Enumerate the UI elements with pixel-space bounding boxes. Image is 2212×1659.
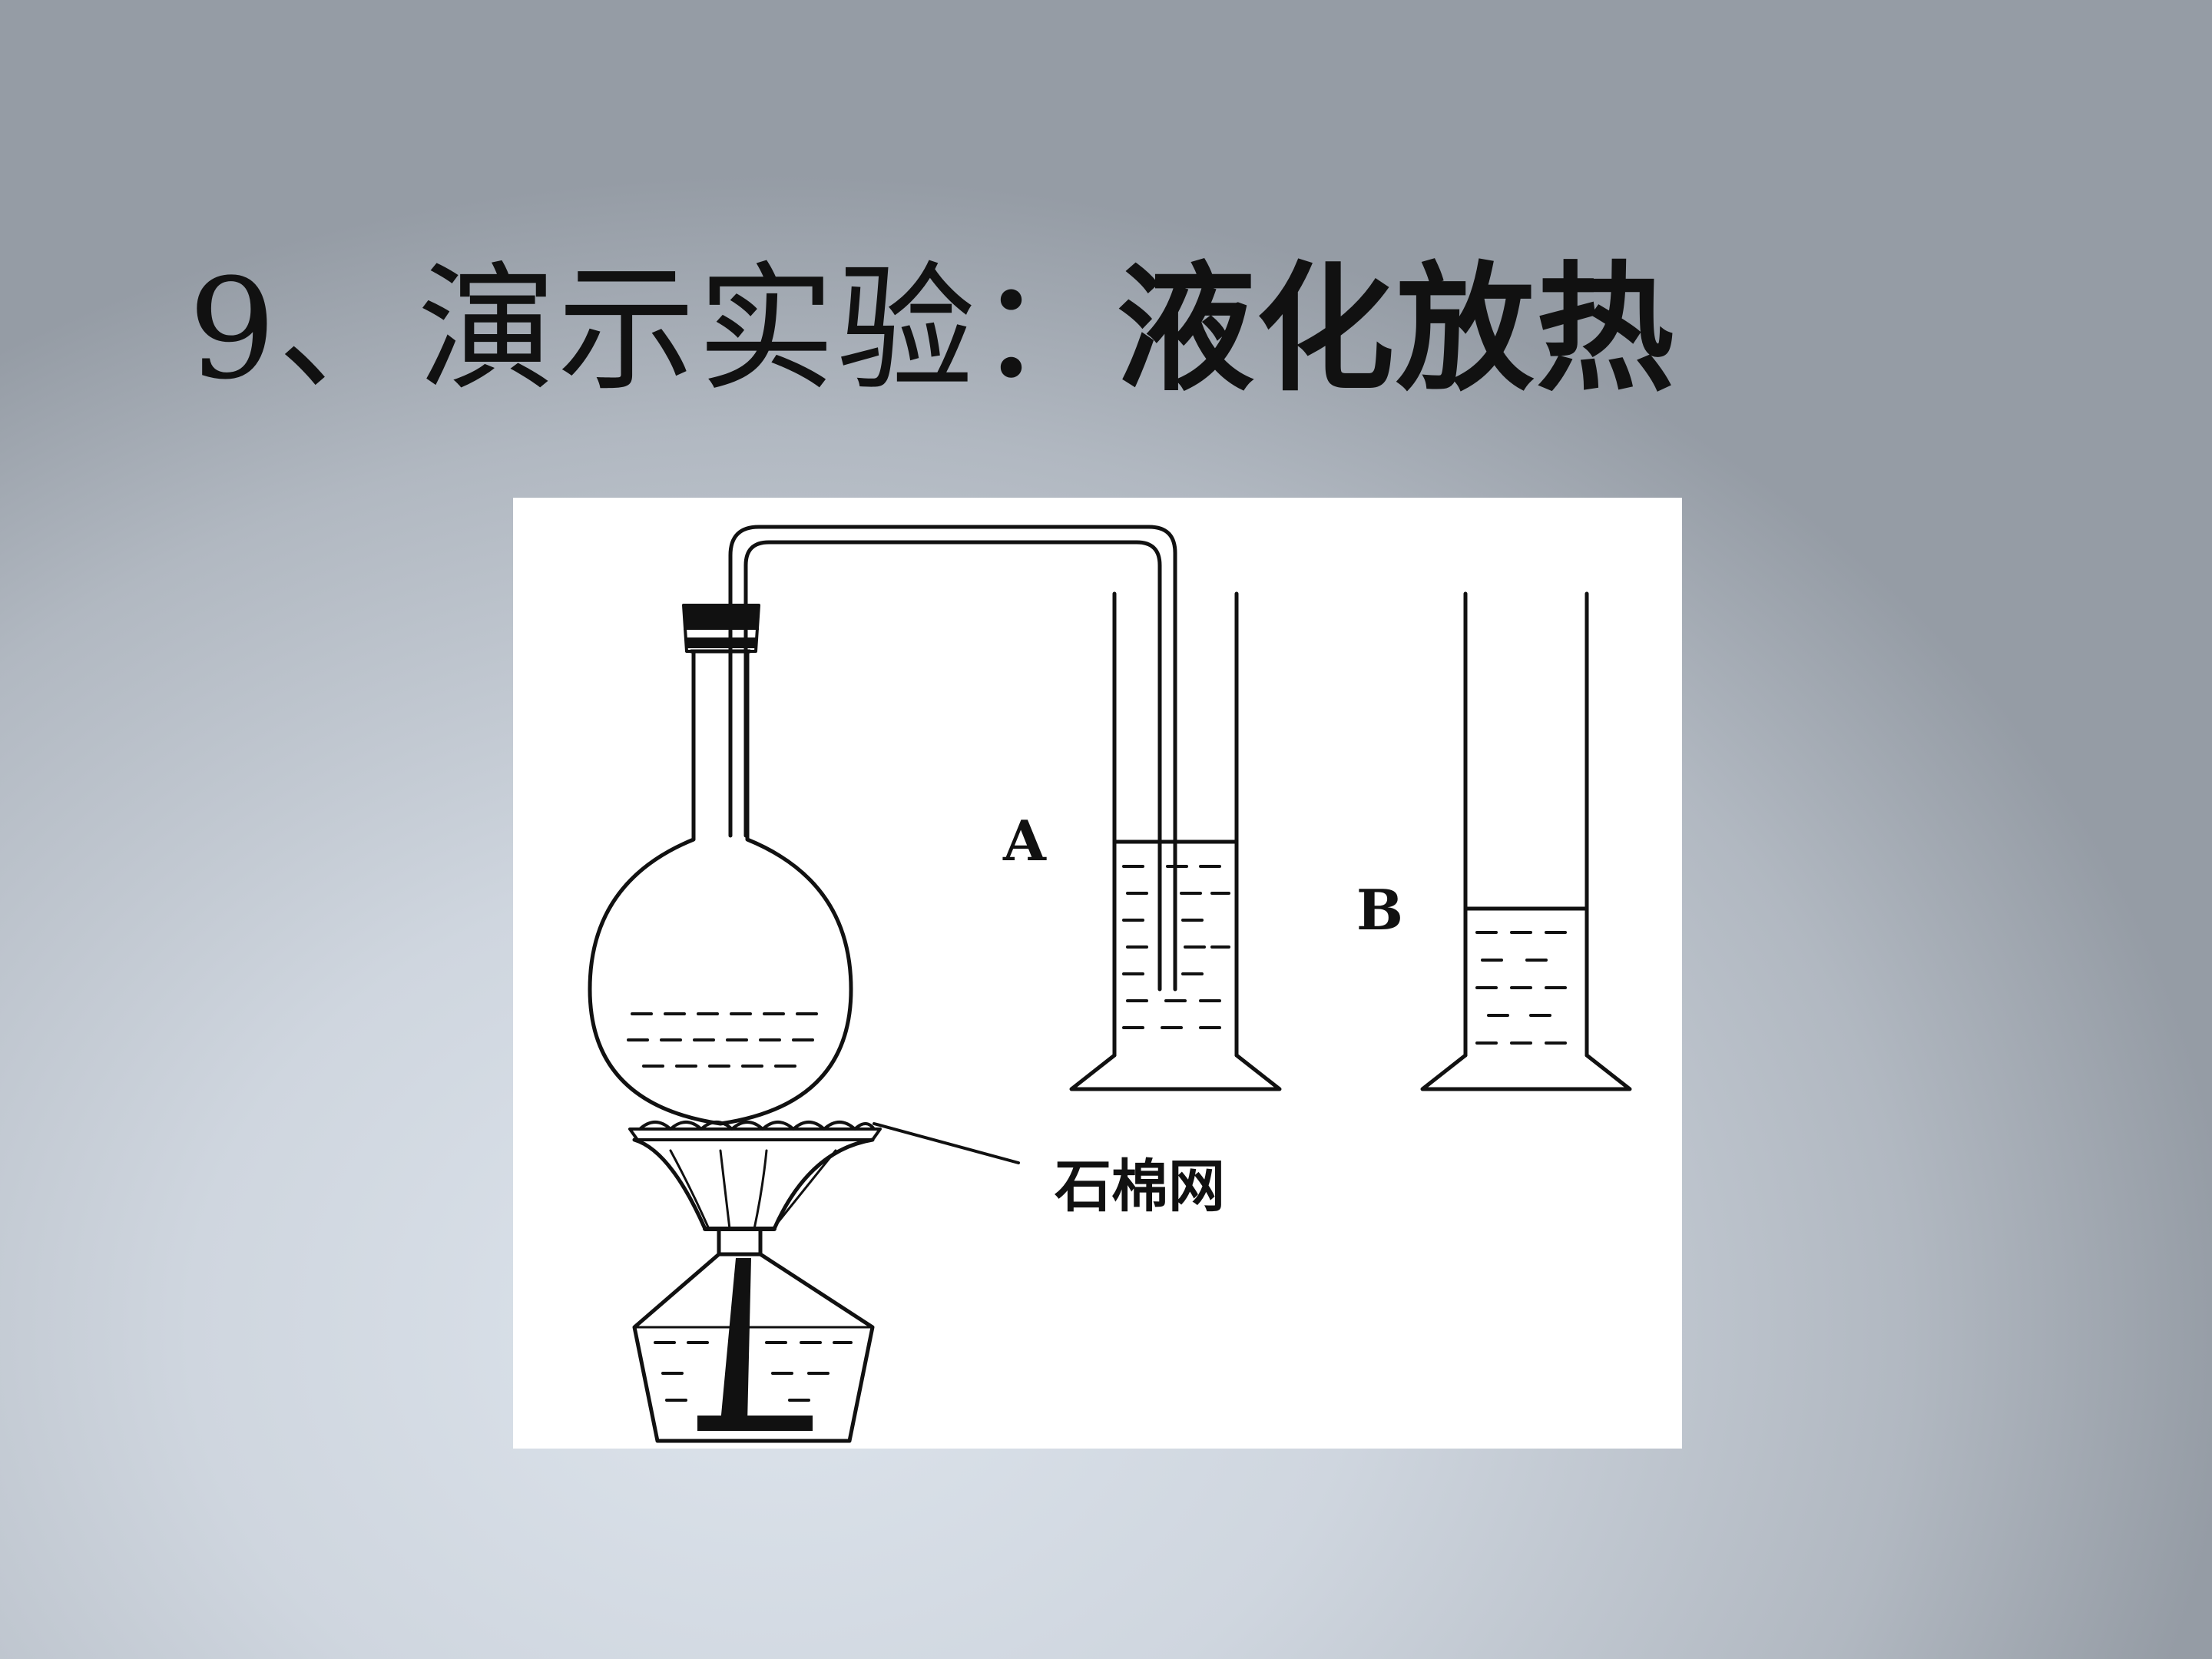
experiment-diagram-svg: A B 石棉网	[588, 525, 1632, 1443]
cylinder-b-liquid	[1475, 931, 1567, 1045]
title-emphasis: 液化放热	[1116, 250, 1676, 410]
cylinder-a-liquid	[1122, 865, 1230, 1029]
alcohol-lamp	[632, 1227, 875, 1443]
cylinder-b	[1420, 591, 1632, 1091]
title-prefix: 9、演示实验：	[188, 250, 1117, 410]
cylinder-a	[1069, 591, 1282, 1091]
flask-liquid	[627, 1012, 818, 1068]
label-asbestos-gauze: 石棉网	[1055, 1154, 1225, 1220]
delivery-tube	[728, 525, 1177, 992]
asbestos-gauze	[628, 1121, 882, 1141]
lamp-liquid	[654, 1341, 853, 1402]
experiment-diagram: A B 石棉网	[513, 498, 1682, 1449]
label-b: B	[1356, 877, 1403, 942]
label-a: A	[1002, 808, 1047, 873]
round-bottom-flask	[588, 649, 853, 1126]
slide-title: 9、演示实验：液化放热	[188, 253, 1676, 407]
tripod-stand	[632, 1137, 875, 1231]
callout-pointer-line	[873, 1122, 1020, 1164]
